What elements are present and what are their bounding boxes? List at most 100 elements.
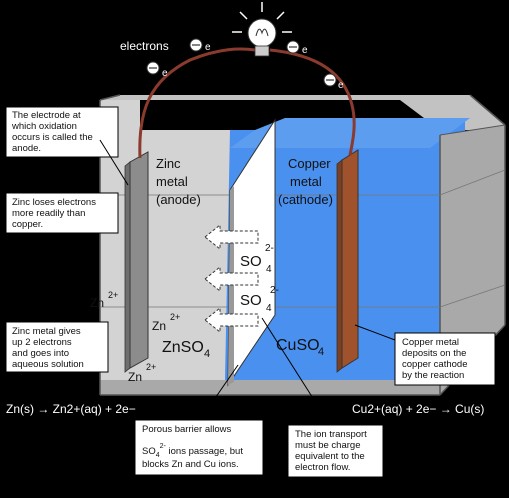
callout-barrier: Porous barrier allows SO42- ions passage… [134,364,264,476]
copper-label-line-2: metal [290,174,322,189]
callout-zinc-gives-line-4: aqueous solution [12,359,84,370]
container-bottom [100,380,440,395]
right-solution-top [230,118,470,148]
callout-oxidation-line-1: The electrode at [12,110,81,121]
ion-arrow-1 [204,223,259,251]
zn-left-sup: 2+ [108,290,118,300]
zinc-equation: Zn(s) → Zn2+(aq) + 2e− [6,402,136,416]
zinc-label-line-3: (anode) [156,192,201,207]
callout-zinc-loses-text: Zinc loses electrons more readily than c… [12,197,99,230]
so4-1-sub: 4 [266,264,272,275]
callout-oxidation-line-4: anode. [12,143,41,154]
callout-ion-transport-text: The ion transport must be charge equival… [295,429,369,473]
electron-symbol-4: e [323,73,344,91]
barrier-so4-sup: 2- [160,443,167,450]
zinc-electrode [129,151,149,369]
callout-zinc-gives-line-1: Zinc metal gives [12,326,81,337]
callout-copper-line-2: deposits on the [402,348,466,359]
electrons-label: electrons [120,39,169,53]
callout-zinc-gives: Zinc metal gives up 2 electrons and goes… [5,321,109,373]
znso4-text: ZnSO [162,339,204,356]
callout-zinc-loses-line-3: copper. [12,219,43,230]
light-bulb-icon [232,2,292,57]
sulfate-ion-1: SO 4 2- [240,243,274,275]
so4-2-sup: 2- [270,285,279,296]
copper-label-line-1: Copper [288,156,331,171]
liquid-mid-side [439,284,506,308]
cuso4-sub: 4 [318,346,324,358]
copper-electrode-side [336,159,343,373]
callout-barrier-text: Porous barrier allows SO42- ions passage… [142,424,246,470]
copper-label: Copper metal (cathode) [278,156,334,207]
sulfate-ion-2: SO 4 2- [240,285,279,314]
electron-e-2: e [205,42,211,53]
callout-copper-line-1: Copper metal [402,337,459,348]
zn-bottom: Zn [128,370,142,384]
so4-2-sub: 4 [266,303,272,314]
zinc-label-line-2: metal [156,174,188,189]
callout-oxidation-line-3: occurs is called the [12,132,93,143]
callout-oxidation-text: The electrode at which oxidation occurs … [11,110,95,154]
liquid-level-side [439,169,506,196]
callout-ion-line-3: equivalent to the [295,451,365,462]
callout-copper-line-3: copper cathode [402,359,468,370]
zn-mid: Zn [152,319,166,333]
electron-symbol-1: e [146,61,168,79]
callout-oxidation: The electrode at which oxidation occurs … [5,106,129,186]
copper-label-line-3: (cathode) [278,192,333,207]
container-right-wall [440,125,505,395]
so4-1-sup: 2- [265,243,274,254]
barrier-line-2-rest: ions passage, but [169,446,244,457]
callout-zinc-gives-line-3: and goes into [12,348,69,359]
zinc-label: Zinc metal (anode) [156,156,201,207]
callout-oxidation-line-2: which oxidation [11,121,77,132]
wall-edge-top [439,124,506,136]
zn-left: Zn [90,296,104,310]
copper-equation: Cu2+(aq) + 2e− → Cu(s) [352,402,484,416]
zn-mid-sup: 2+ [170,312,180,322]
barrier-so4-sub: 4 [156,452,160,459]
electron-e-1: e [162,68,168,79]
electron-symbol-2: e [189,38,211,53]
callout-ion-line-4: electron flow. [295,462,350,473]
zinc-ion-left: Zn 2+ [90,290,118,310]
callout-barrier-line-1: Porous barrier allows [142,424,231,435]
so4-1: SO [240,253,262,270]
rim-edge-right [469,94,506,126]
callout-copper-line-4: by the reaction [402,370,464,381]
copper-electrode [341,149,359,369]
callout-copper-deposits-text: Copper metal deposits on the copper cath… [402,337,470,381]
callout-copper-deposits: Copper metal deposits on the copper cath… [354,324,496,386]
callout-ion-transport: The ion transport must be charge equival… [261,317,384,478]
cuso4-text: CuSO [276,337,320,354]
so4-2: SO [240,292,262,309]
electron-e-3: e [302,45,308,56]
wire-left [138,47,256,159]
callout-barrier-line-2: SO42- ions passage, but [142,443,243,459]
ion-arrow-3 [204,306,259,334]
callout-zinc-gives-line-2: up 2 electrons [12,337,72,348]
electron-symbol-3: e [286,40,308,56]
znso4-sub: 4 [204,348,210,360]
electron-e-4: e [338,80,344,91]
ion-arrow-2 [204,265,259,293]
callout-ion-line-1: The ion transport [295,429,367,440]
zn-bottom-sup: 2+ [146,362,156,372]
callout-zinc-loses: Zinc loses electrons more readily than c… [5,192,119,234]
barrier-so4: SO [142,446,156,457]
zinc-ion-mid: Zn 2+ [152,312,180,333]
callout-zinc-loses-line-2: more readily than [12,208,85,219]
callout-ion-line-2: must be charge [295,440,360,451]
zinc-electrode-side [124,161,131,373]
callout-zinc-gives-text: Zinc metal gives up 2 electrons and goes… [12,326,84,370]
wire-right [269,48,356,156]
zinc-label-line-1: Zinc [156,156,181,171]
znso4-label: ZnSO 4 [162,339,210,360]
callout-zinc-loses-line-1: Zinc loses electrons [12,197,96,208]
rim-edge [99,94,121,101]
cuso4-label: CuSO 4 [276,337,324,358]
zinc-ion-bottom: Zn 2+ [128,362,156,384]
callout-barrier-line-3: blocks Zn and Cu ions. [142,459,239,470]
